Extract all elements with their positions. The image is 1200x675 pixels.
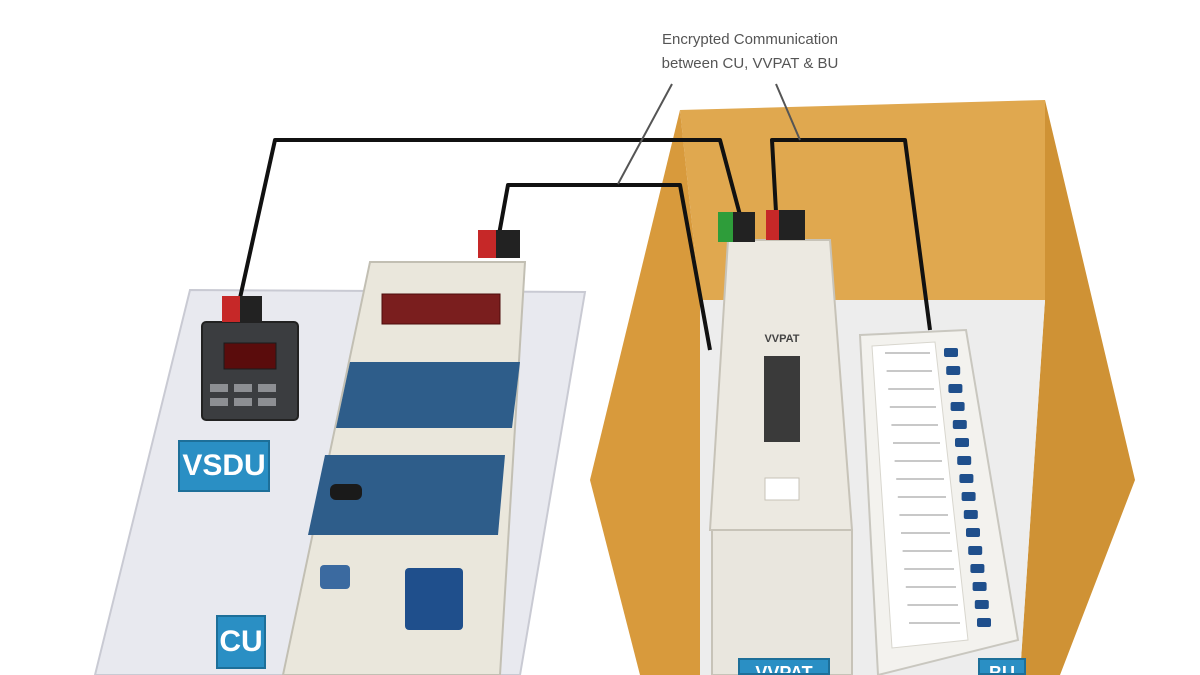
compartment-right-wall <box>1020 100 1135 675</box>
bu-label: BU <box>978 658 1026 675</box>
vvpat-badge-text: VVPAT <box>764 333 799 345</box>
caption-line-1: Encrypted Communication <box>662 31 838 48</box>
vsdu-connector-black <box>240 296 262 322</box>
vsdu-display <box>223 342 277 370</box>
cu-display <box>381 293 501 325</box>
bu-candidate-button <box>972 582 987 591</box>
cu-panel-lower <box>308 455 505 535</box>
cu-connector-red <box>478 230 498 258</box>
caption-line-2: between CU, VVPAT & BU <box>661 55 839 72</box>
bu-candidate-button <box>950 402 965 411</box>
vvpat-device: VVPAT <box>708 210 854 675</box>
bu-device <box>858 328 1020 675</box>
bu-candidate-button <box>974 600 989 609</box>
bu-candidate-button <box>963 510 978 519</box>
vvpat-connector-black <box>733 212 755 242</box>
vvpat-connector-red <box>766 210 780 240</box>
bu-candidate-button <box>977 618 991 627</box>
bu-candidate-button <box>946 366 961 375</box>
bu-candidate-panel <box>871 341 969 649</box>
vvpat-window <box>764 356 800 442</box>
cu-small-button <box>320 565 350 589</box>
vvpat-print-slot <box>764 477 800 501</box>
cu-label: CU <box>216 615 266 669</box>
bu-candidate-button <box>944 348 958 357</box>
bu-candidate-button <box>952 420 967 429</box>
cu-panel-upper <box>336 362 520 428</box>
cu-connector-black <box>496 230 520 258</box>
vvpat-connector-green <box>718 212 734 242</box>
vvpat-label: VVPAT <box>738 658 830 675</box>
bu-button-column <box>885 348 991 627</box>
encrypted-communication-caption: Encrypted Communication between CU, VVPA… <box>600 28 900 76</box>
cables <box>238 138 932 351</box>
cu-ballot-button <box>405 568 463 630</box>
cu-device <box>281 230 527 675</box>
pointer-line-right <box>775 83 801 141</box>
bu-candidate-button <box>968 546 983 555</box>
vsdu-connector-red <box>222 296 242 322</box>
bu-candidate-button <box>955 438 969 447</box>
pointer-line-left <box>617 83 673 185</box>
caption-pointers <box>617 83 801 185</box>
cable-vsdu-vvpat <box>238 138 742 299</box>
vsdu-keypad <box>210 384 276 406</box>
vvpat-connector-black-2 <box>779 210 805 240</box>
bu-candidate-button <box>957 456 972 465</box>
bu-candidate-button <box>966 528 980 537</box>
vsdu-label: VSDU <box>178 440 270 492</box>
bu-candidate-button <box>948 384 963 393</box>
cu-slot-handle <box>330 484 362 500</box>
bu-candidate-button <box>970 564 985 573</box>
compartment-left-wall <box>590 110 700 675</box>
bu-candidate-button <box>961 492 976 501</box>
cable-vvpat-bu <box>770 138 932 331</box>
vsdu-device <box>201 296 299 421</box>
vvpat-lower-body <box>711 529 853 675</box>
bu-candidate-button <box>959 474 974 483</box>
cable-cu-vvpat <box>496 183 712 351</box>
